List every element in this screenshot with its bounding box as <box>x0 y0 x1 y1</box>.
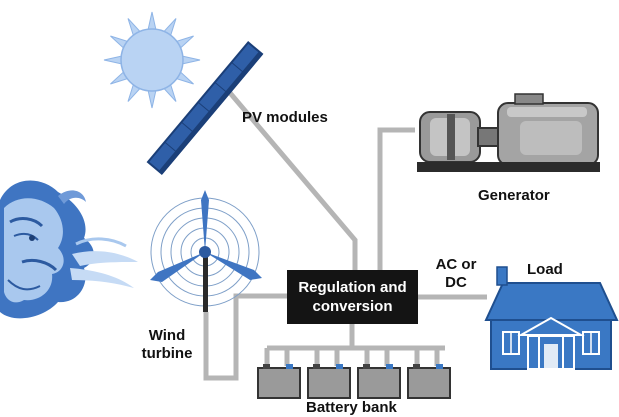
wind-turbine-label: Wind turbine <box>136 327 198 363</box>
battery-icon <box>257 364 301 399</box>
wires <box>203 85 487 381</box>
wire-generator <box>377 127 415 270</box>
battery-bank <box>257 364 451 399</box>
battery-icon <box>407 364 451 399</box>
house-icon <box>484 266 619 370</box>
wire-battery-drops-b <box>284 348 440 366</box>
ac-dc-label-line2: DC <box>445 274 467 291</box>
regulation-line1: Regulation and <box>298 279 407 296</box>
pv-panel-icon <box>146 41 264 175</box>
wire-pv <box>223 85 358 270</box>
sun-icon <box>103 11 201 109</box>
wire-battery-drops <box>264 348 420 370</box>
ac-dc-label: AC or DC <box>432 256 480 292</box>
wire-turbine <box>203 293 287 381</box>
battery-bank-label: Battery bank <box>306 399 397 416</box>
wind-turbine-icon <box>150 190 262 312</box>
battery-icon <box>307 364 351 399</box>
wind-face-icon <box>0 180 138 319</box>
ac-dc-label-line1: AC or <box>435 256 477 273</box>
load-label: Load <box>527 261 563 278</box>
regulation-line2: conversion <box>312 298 393 315</box>
generator-label: Generator <box>478 187 550 204</box>
wind-turbine-label-line1: Wind <box>148 327 186 344</box>
regulation-conversion-box: Regulation and conversion <box>287 270 418 324</box>
wind-turbine-label-line2: turbine <box>141 345 193 362</box>
generator-icon <box>417 93 600 172</box>
pv-modules-label: PV modules <box>242 109 328 126</box>
battery-icon <box>357 364 401 399</box>
